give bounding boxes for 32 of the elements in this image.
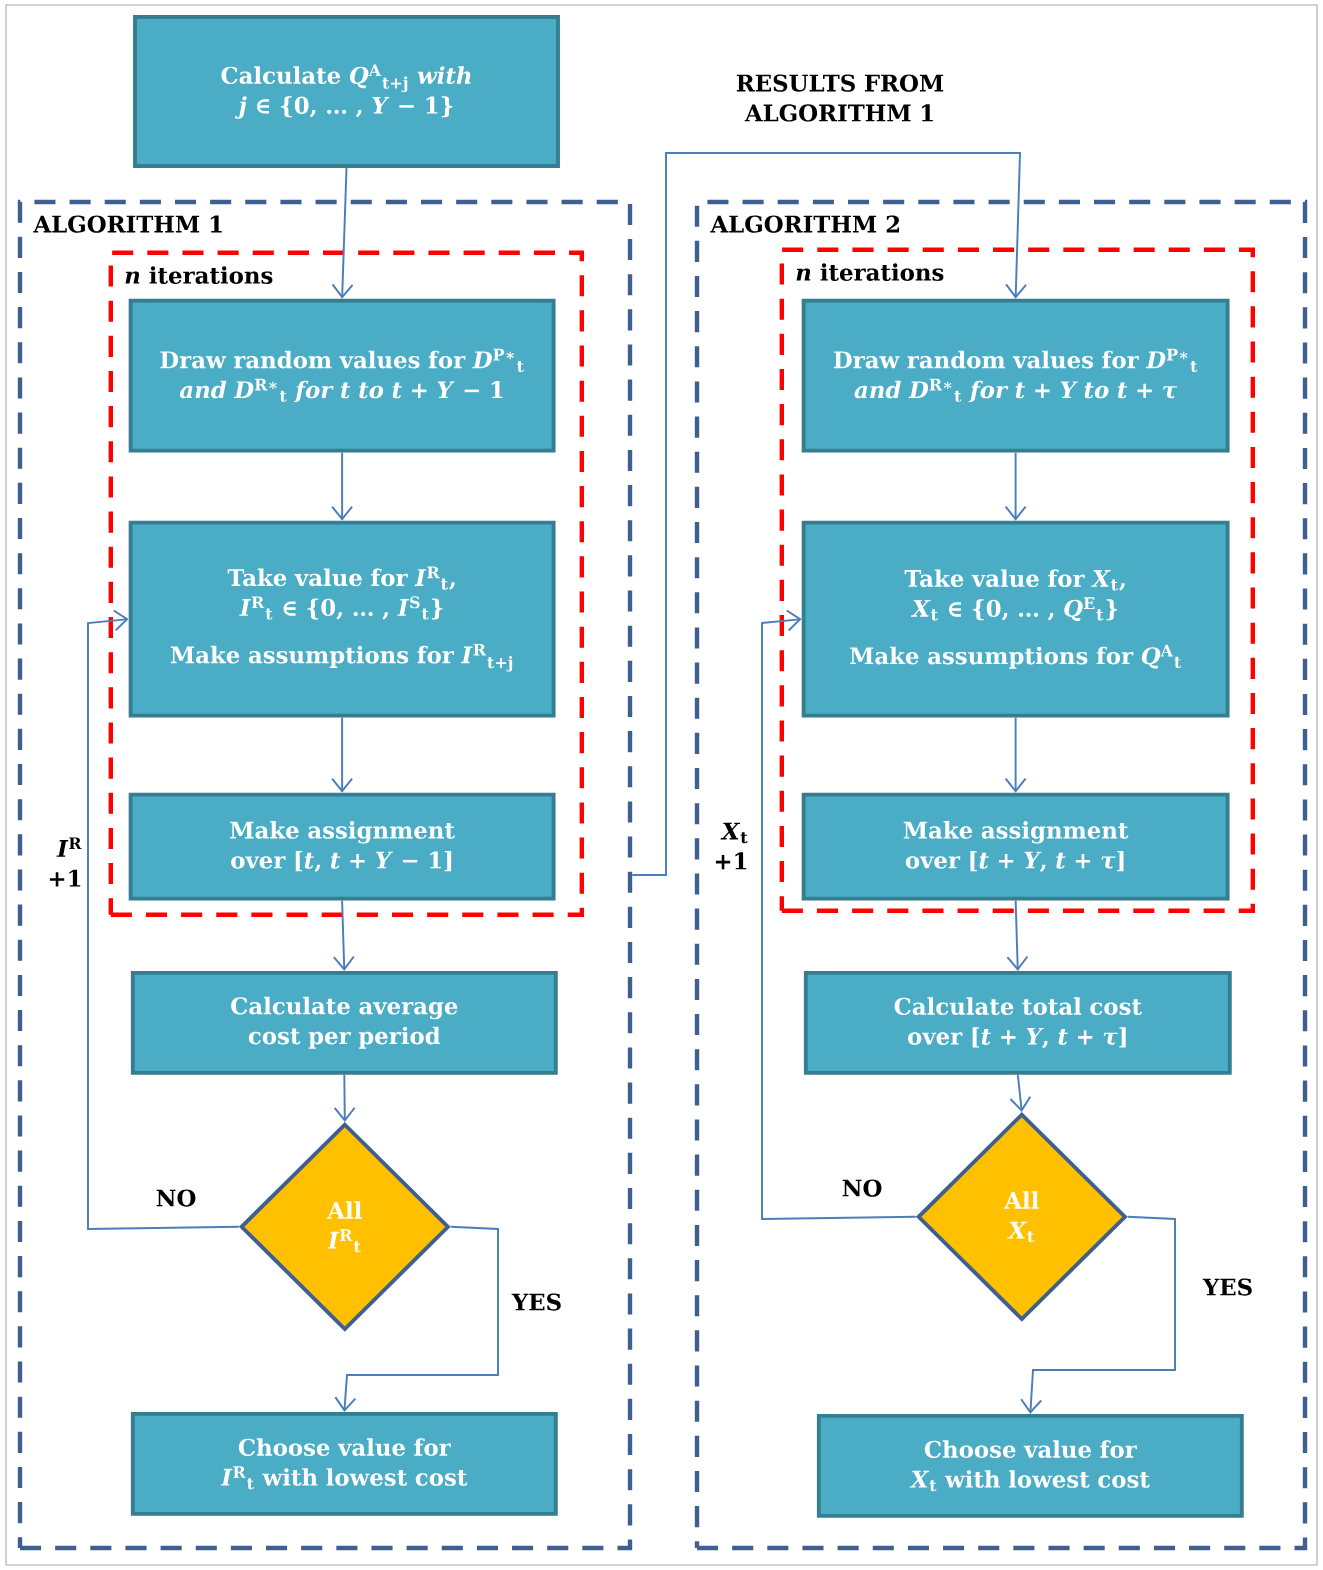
edge-label: NO <box>156 1189 196 1207</box>
process-box: Draw random values for D$^{P∗}$t and D$^{R∗}$$_{t}$ for t + Y to t + τ <box>801 298 1230 453</box>
edge-label: NO <box>842 1179 882 1197</box>
arrow <box>631 152 1027 876</box>
process-box: Draw random values for D$^{P∗}$t and D$^{R∗}$$_{t}$ for t to t + Y − 1 <box>128 298 556 453</box>
process-box: Make assignment over [t, t + Y − 1] <box>128 792 556 901</box>
arrow <box>1009 1073 1032 1112</box>
process-box: Take value for I$^{R}$$_{t}$, I$^{R}$$_{t}$ ∈ {0, … , I$^{S}$$_{t}$} Make assumptions for I$^{R}$t+j <box>128 520 556 718</box>
arrow <box>333 1073 356 1122</box>
process-box: Calculate total cost over [t + Y, t + τ] <box>803 970 1232 1075</box>
arrow <box>1006 899 1029 971</box>
arrow <box>331 166 354 299</box>
arrow <box>331 716 354 793</box>
arrow <box>332 899 355 971</box>
process-box: Choose value for X$_{t}$ with lowest cost <box>816 1413 1244 1518</box>
arrow <box>761 609 917 1220</box>
arrow <box>1020 1215 1176 1414</box>
arrow <box>87 609 240 1230</box>
process-box: Calculate average cost per period <box>130 970 558 1075</box>
process-box: Choose value for I$^{R}$$_{t}$ with lowest cost <box>130 1411 558 1516</box>
edge-label: YES <box>1202 1278 1252 1296</box>
loop-label: X$_{t}$ +1 <box>715 822 748 870</box>
arrow <box>331 451 354 521</box>
edge-label: YES <box>511 1293 561 1311</box>
process-box: Take value for X$_{t}$, X$_{t}$ ∈ {0, … , Q$^{E}$$_{t}$} Make assumptions for Q$^{A}$t <box>801 520 1230 718</box>
edge-label: RESULTS FROM ALGORITHM 1 <box>736 74 944 122</box>
loop-label: I$^{R}$ +1 <box>49 837 82 887</box>
process-box: Calculate Q$^{A}$$_{t+j}$ with j ∈ {0, … , Y − 1} <box>133 15 560 168</box>
arrow <box>1004 451 1027 521</box>
process-box: Make assignment over [t + Y, t + τ] <box>801 792 1230 901</box>
arrow <box>1004 716 1027 793</box>
arrow <box>334 1225 499 1412</box>
